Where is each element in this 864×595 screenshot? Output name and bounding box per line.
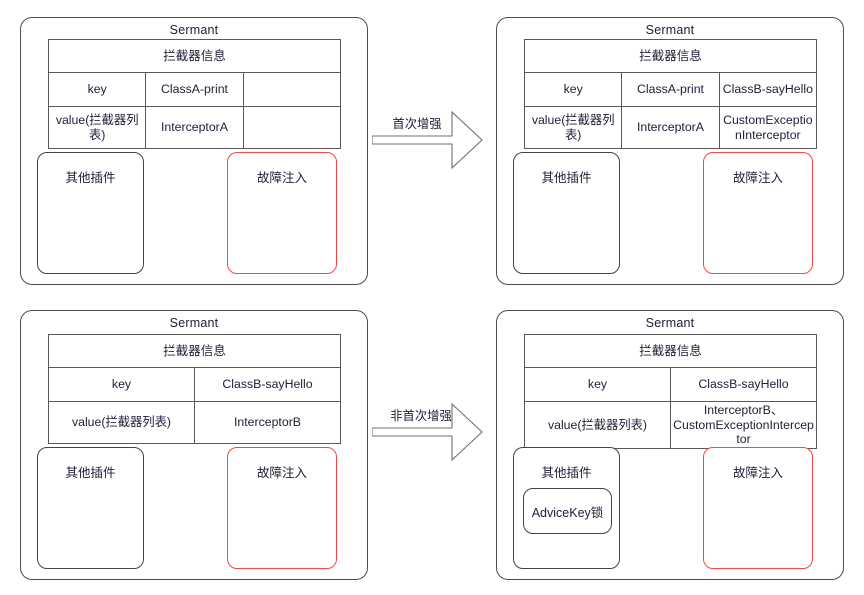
fault-injection-label: 故障注入 [256,466,307,480]
table-row: key ClassA-print [47,72,342,107]
panel-title: Sermant [645,316,695,330]
fault-injection-label: 故障注入 [256,171,307,185]
interceptor-table: 拦截器信息 key ClassA-print value(拦截器列表) Inte… [47,39,342,149]
panel-title: Sermant [169,23,219,37]
cell-key-1: ClassB-sayHello [670,367,817,402]
table-header-cell: 拦截器信息 [524,334,817,368]
interceptor-table: 拦截器信息 key ClassB-sayHello value(拦截器列表) I… [524,334,817,449]
panel-title: Sermant [645,23,695,37]
table-row: key ClassB-sayHello [48,367,341,402]
fault-injection-box: 故障注入 [227,152,337,274]
fault-injection-label: 故障注入 [732,466,783,480]
table-row: value(拦截器列表) InterceptorA [47,106,342,149]
panel-top-right: Sermant 拦截器信息 key ClassA-print ClassB-sa… [496,17,844,285]
fault-injection-box: 故障注入 [703,447,813,569]
panel-bottom-right: Sermant 拦截器信息 key ClassB-sayHello value(… [496,310,844,580]
cell-key-1: ClassA-print [621,72,720,107]
cell-value-1: InterceptorB、CustomExceptionInterceptor [670,401,817,449]
cell-value-2 [242,106,342,149]
plugin-box-label: 其他插件 [65,466,116,480]
table-row: key ClassB-sayHello [524,367,817,402]
cell-value-1: InterceptorB [194,401,341,444]
table-header-cell: 拦截器信息 [48,334,341,368]
arrow-first-enhancement: 首次增强 [371,104,484,176]
advice-key-lock-box: AdviceKey锁 [523,488,612,534]
cell-value-1: InterceptorA [621,106,720,149]
cell-key-2 [242,72,342,107]
plugin-box-other: 其他插件 AdviceKey锁 [513,447,620,569]
table-row: key ClassA-print ClassB-sayHello [523,72,818,107]
plugin-box-label: 其他插件 [541,171,592,185]
row-label-key: key [524,367,671,402]
panel-title: Sermant [169,316,219,330]
interceptor-table: 拦截器信息 key ClassB-sayHello value(拦截器列表) I… [48,334,341,444]
arrow-non-first-enhancement: 非首次增强 [371,396,484,468]
table-row: value(拦截器列表) InterceptorB [48,401,341,444]
table-header-cell: 拦截器信息 [524,39,817,73]
block-arrow-icon [371,110,483,170]
cell-key-1: ClassA-print [145,72,244,107]
cell-key-1: ClassB-sayHello [194,367,341,402]
plugin-box-other: 其他插件 [37,447,144,569]
row-label-key: key [47,72,147,107]
table-header-cell: 拦截器信息 [48,39,341,73]
arrow-label-non-first: 非首次增强 [390,409,452,423]
fault-injection-label: 故障注入 [732,171,783,185]
plugin-box-other: 其他插件 [37,152,144,274]
panel-top-left: Sermant 拦截器信息 key ClassA-print value(拦截器… [20,17,368,285]
panel-bottom-left: Sermant 拦截器信息 key ClassB-sayHello value(… [20,310,368,580]
table-row: value(拦截器列表) InterceptorA CustomExceptio… [523,106,818,149]
plugin-box-label: 其他插件 [541,466,592,480]
row-label-key: key [48,367,195,402]
row-label-value: value(拦截器列表) [524,401,671,449]
cell-value-1: InterceptorA [145,106,244,149]
plugin-box-other: 其他插件 [513,152,620,274]
interceptor-table: 拦截器信息 key ClassA-print ClassB-sayHello v… [523,39,818,149]
fault-injection-box: 故障注入 [703,152,813,274]
fault-injection-box: 故障注入 [227,447,337,569]
row-label-value: value(拦截器列表) [47,106,147,149]
table-row: value(拦截器列表) InterceptorB、CustomExceptio… [524,401,817,449]
block-arrow-icon [371,402,483,462]
row-label-value: value(拦截器列表) [48,401,195,444]
plugin-box-label: 其他插件 [65,171,116,185]
cell-key-2: ClassB-sayHello [718,72,818,107]
row-label-value: value(拦截器列表) [523,106,623,149]
row-label-key: key [523,72,623,107]
cell-value-2: CustomExceptionInterceptor [718,106,818,149]
arrow-label-first: 首次增强 [392,117,442,131]
